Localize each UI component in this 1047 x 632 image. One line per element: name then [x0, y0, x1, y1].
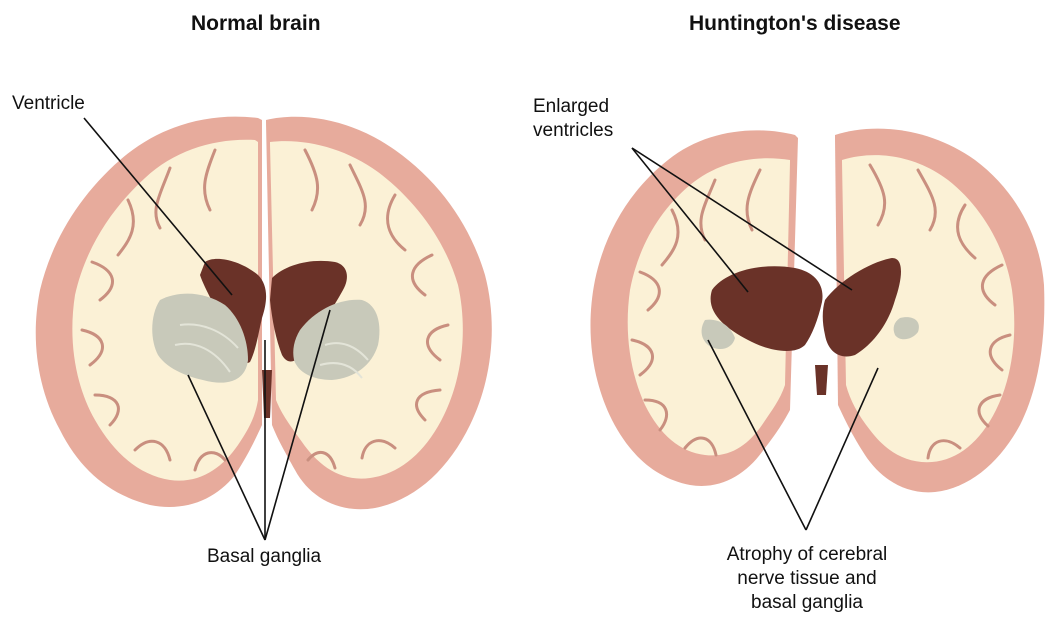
- basal-ganglia-label: Basal ganglia: [207, 545, 321, 569]
- enlarged-ventricles-line1: Enlarged: [533, 95, 613, 119]
- atrophy-line2: nerve tissue and: [702, 567, 912, 591]
- ventricle-label: Ventricle: [12, 92, 85, 116]
- normal-third-ventricle: [262, 370, 272, 418]
- huntingtons-title: Huntington's disease: [689, 12, 901, 36]
- enlarged-ventricles-line2: ventricles: [533, 119, 613, 143]
- atrophy-label: Atrophy of cerebral nerve tissue and bas…: [702, 543, 912, 615]
- normal-brain-title: Normal brain: [191, 12, 321, 36]
- hd-third-ventricle: [815, 365, 828, 395]
- huntingtons-brain: [590, 129, 1044, 530]
- atrophy-line1: Atrophy of cerebral: [702, 543, 912, 567]
- atrophy-line3: basal ganglia: [702, 591, 912, 615]
- enlarged-ventricles-label: Enlarged ventricles: [533, 95, 613, 143]
- normal-brain: [36, 117, 492, 540]
